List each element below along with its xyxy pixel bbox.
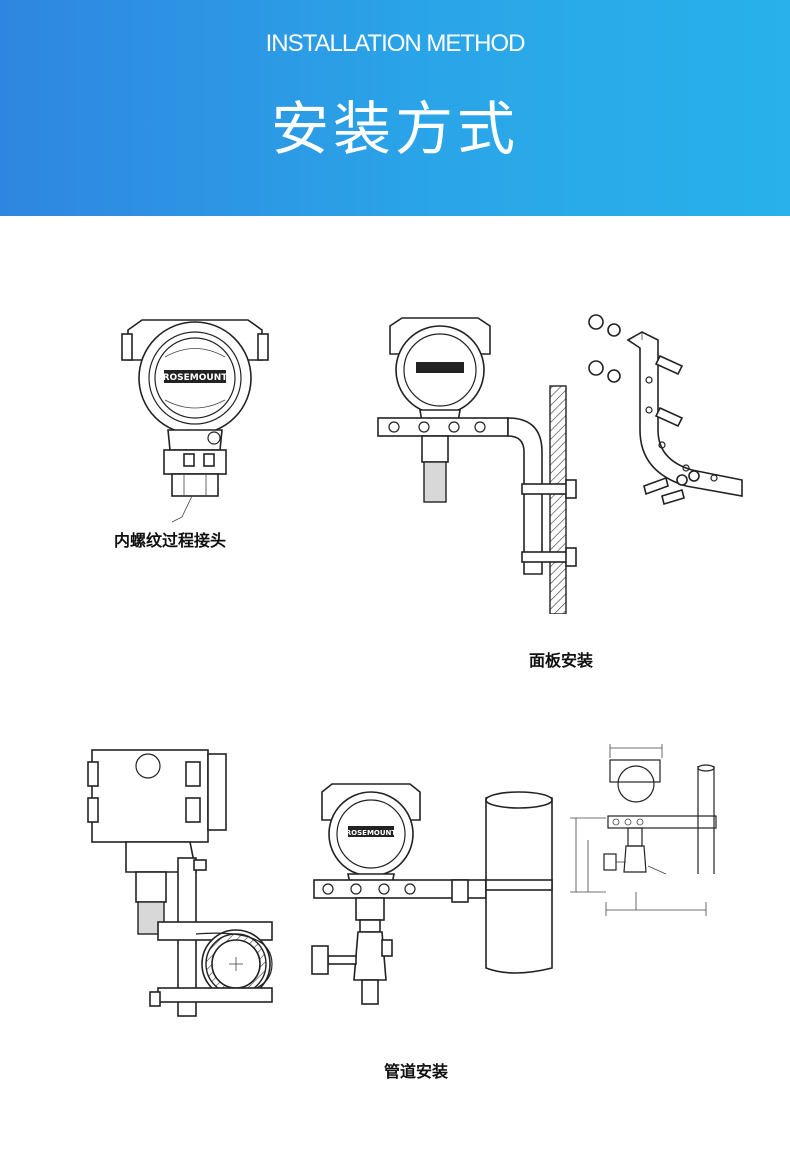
brand-label-pipe: ROSEMOUNT — [346, 829, 397, 837]
header-banner: INSTALLATION METHOD 安装方式 — [0, 0, 790, 216]
panel-caption: 面板安装 — [529, 651, 594, 670]
header-title-en: INSTALLATION METHOD — [265, 30, 526, 57]
header-title-zh: 安装方式 — [270, 95, 519, 163]
pipe-mount-front-drawing: ROSEMOUNT — [302, 780, 562, 1012]
threaded-caption: 内螺纹过程接头 — [114, 531, 227, 550]
bracket-exploded-drawing — [582, 310, 754, 516]
brand-label: ROSEMOUNT — [163, 373, 229, 383]
pipe-mount-side-drawing — [86, 742, 304, 1020]
threaded-connection-drawing: ROSEMOUNT — [120, 312, 270, 524]
panel-mount-drawing — [372, 312, 584, 614]
pipe-mount-dimension-drawing — [566, 742, 722, 922]
pipe-caption: 管道安装 — [384, 1062, 449, 1081]
